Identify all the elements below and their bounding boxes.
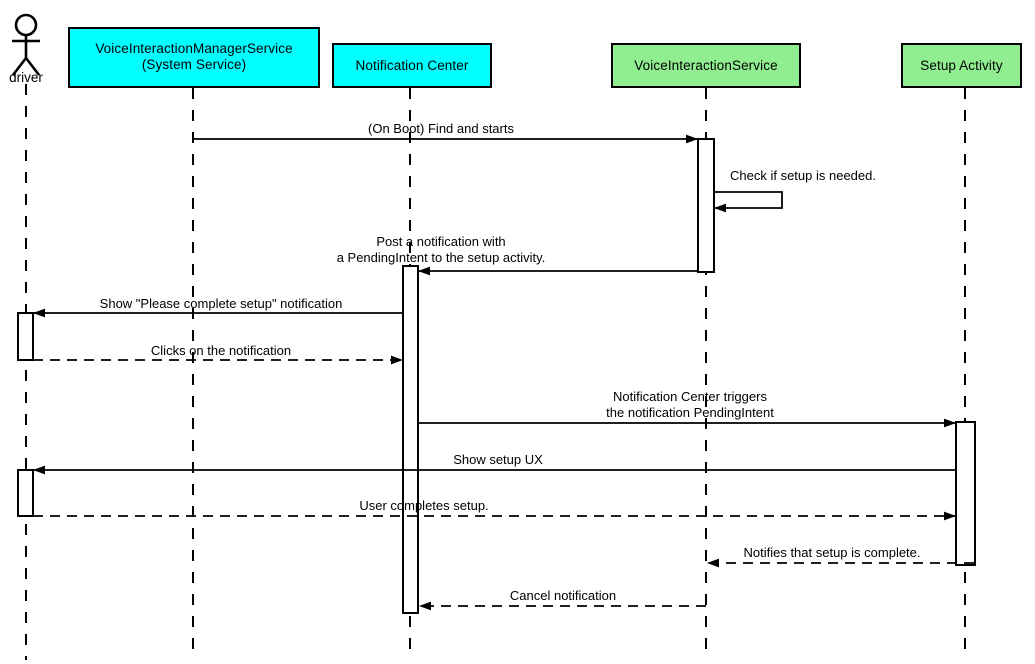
message-label-line: Show "Please complete setup" notificatio… [99,296,343,311]
setup-activity-activation [955,421,976,566]
driver-activation-1 [17,312,34,361]
message-label-line: (On Boot) Find and starts [368,121,514,136]
message-label-line: the notification PendingIntent [606,405,774,420]
participant-label-setup-activity: Setup Activity [920,57,1003,73]
message-label-line: Clicks on the notification [150,343,292,358]
message-label-line: Show setup UX [453,452,543,467]
actor-driver-figure [11,13,41,76]
participant-sublabel-vims: (System Service) [141,57,247,72]
message-label-m2: Check if setup is needed. [730,168,876,184]
message-label-line: a PendingIntent to the setup activity. [336,250,546,265]
participant-setup-activity[interactable]: Setup Activity [901,43,1022,88]
participant-label-notification-center: Notification Center [355,57,469,73]
message-label-m1: (On Boot) Find and starts [368,121,514,137]
message-arrow-group [33,134,974,611]
message-label-m5: Clicks on the notification [151,343,291,359]
message-label-line: Notification Center triggers [613,389,767,404]
message-label-m9: Notifies that setup is complete. [743,545,920,561]
message-label-m10: Cancel notification [510,588,616,604]
participant-label-vims: VoiceInteractionManagerService [95,41,293,56]
participant-notification-center[interactable]: Notification Center [332,43,492,88]
notification-center-activation [402,265,419,614]
vis-activation-1 [697,138,715,273]
message-label-m8: User completes setup. [359,498,488,514]
participant-label-vis: VoiceInteractionService [634,57,778,73]
activation-box-group [17,138,976,614]
message-arrow-m2 [714,191,783,213]
message-label-line: User completes setup. [359,498,489,513]
message-label-line: Notifies that setup is complete. [743,545,921,560]
participant-vis[interactable]: VoiceInteractionService [611,43,801,88]
message-label-line: Cancel notification [509,588,617,603]
message-label-line: Post a notification with [376,234,506,249]
actor-label-driver: driver [9,70,43,85]
participant-vims[interactable]: VoiceInteractionManagerService(System Se… [68,27,320,88]
message-label-m7: Show setup UX [453,452,543,468]
message-label-m4: Show "Please complete setup" notificatio… [100,296,343,312]
driver-activation-2 [17,469,34,517]
message-label-line: Check if setup is needed. [730,168,876,183]
